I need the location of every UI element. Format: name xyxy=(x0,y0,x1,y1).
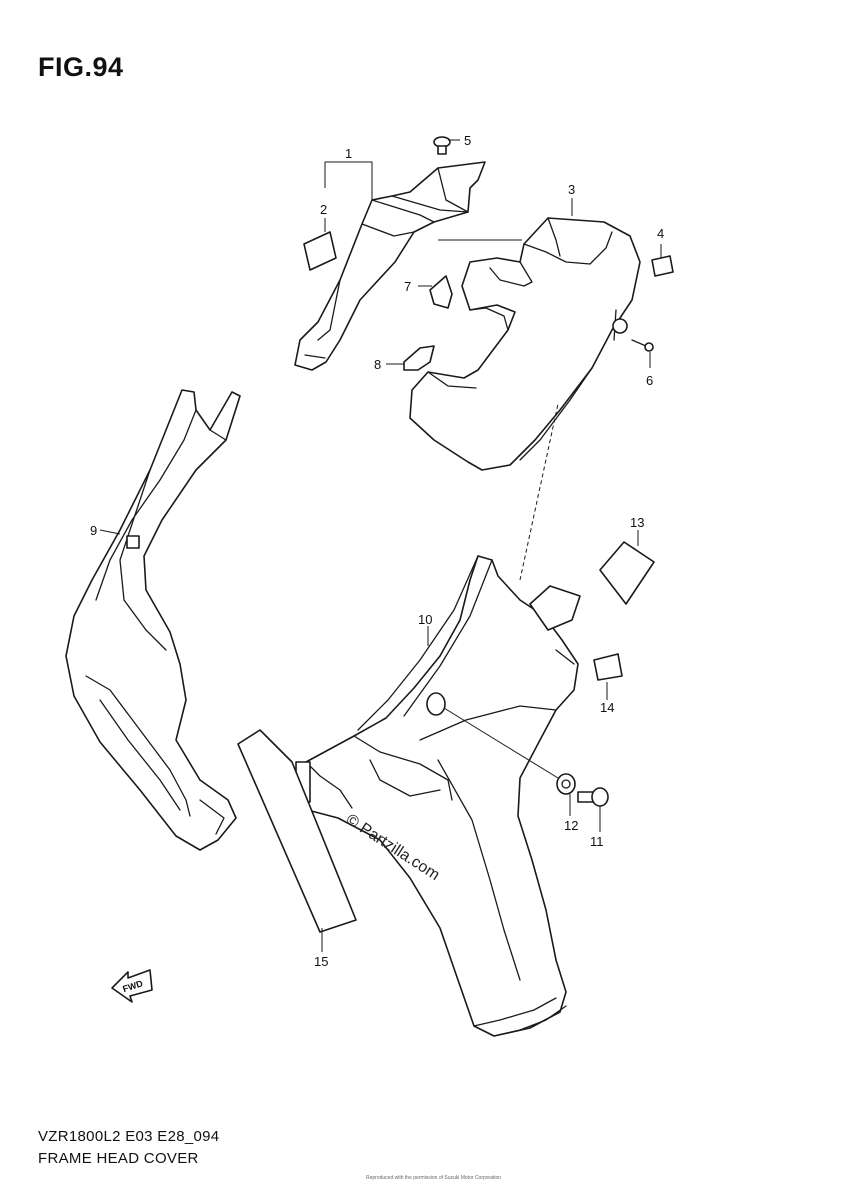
part-6-screw[interactable] xyxy=(631,339,654,352)
callout-4: 4 xyxy=(657,226,664,241)
callout-15: 15 xyxy=(314,954,328,969)
part-15-strip[interactable] xyxy=(237,729,357,933)
part-14-pad[interactable] xyxy=(593,653,623,681)
part-12-grommet[interactable] xyxy=(556,773,576,795)
part-9-left-side-cover[interactable] xyxy=(65,389,241,851)
leader-lines xyxy=(99,139,662,952)
callout-2: 2 xyxy=(320,202,327,217)
fwd-direction-arrow: FWD xyxy=(111,969,153,1003)
callout-3: 3 xyxy=(568,182,575,197)
part-1-bracket[interactable] xyxy=(294,161,486,371)
drawing-code: VZR1800L2 E03 E28_094 xyxy=(38,1128,220,1145)
figure-title: FIG.94 xyxy=(38,52,124,82)
callout-6: 6 xyxy=(646,373,653,388)
part-10-frame-head-cover[interactable] xyxy=(289,555,581,1037)
callout-7: 7 xyxy=(404,279,411,294)
part-2-pad[interactable] xyxy=(303,231,337,271)
callout-12: 12 xyxy=(564,818,578,833)
callout-5: 5 xyxy=(464,133,471,148)
callout-9: 9 xyxy=(90,523,97,538)
part-7-tab[interactable] xyxy=(429,275,453,309)
copyright-note: Reproduced with the permission of Suzuki… xyxy=(366,1175,502,1181)
figure-name: FRAME HEAD COVER xyxy=(38,1150,199,1167)
callout-11: 11 xyxy=(590,834,604,849)
callout-14: 14 xyxy=(600,700,614,715)
callout-1: 1 xyxy=(345,146,352,161)
part-5-clip[interactable] xyxy=(433,136,451,155)
part-8-tab[interactable] xyxy=(403,345,435,371)
part-3-upper-cover[interactable] xyxy=(409,217,641,471)
callout-13: 13 xyxy=(630,515,644,530)
part-11-bolt[interactable] xyxy=(577,787,609,807)
callout-10: 10 xyxy=(418,612,432,627)
part-13-pad[interactable] xyxy=(599,541,655,605)
callout-8: 8 xyxy=(374,357,381,372)
part-4-pad[interactable] xyxy=(651,255,674,277)
